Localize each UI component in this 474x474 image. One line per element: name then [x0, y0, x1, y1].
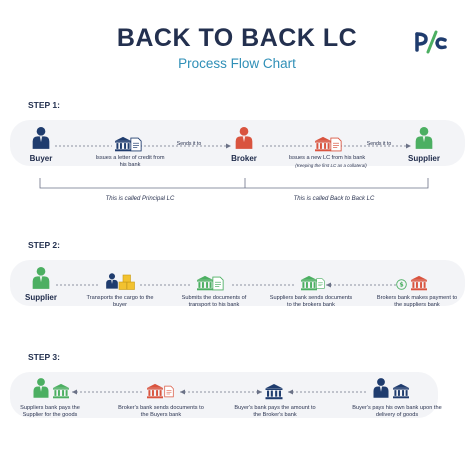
back-to-back-lc-note: This is called Back to Back LC	[293, 196, 375, 202]
supplier-person-icon	[33, 378, 49, 398]
new-lc-caption: Issues a new LC from his bank	[288, 155, 366, 161]
buyer-label: Buyer	[29, 154, 53, 163]
buyer-bank-pays-caption: Buyer's bank pays the amount to the Brok…	[234, 405, 316, 418]
step-3-band	[10, 372, 438, 418]
broker-bank-pays-caption: Brokers bank makes payment to the suppli…	[376, 295, 458, 308]
bank-icon	[147, 383, 163, 399]
cargo-boxes-icon	[118, 274, 135, 290]
bank-icon	[265, 383, 283, 400]
issue-lc-caption: Issues a letter of credit from his bank	[95, 155, 165, 168]
step-1-label: STEP 1:	[28, 100, 60, 110]
sends-it-to-label-2: Sends it to	[366, 141, 392, 147]
new-lc-note: (Keeping the first LC as a collateral)	[295, 163, 367, 168]
submit-documents-caption: Submits the documents of transport to hi…	[181, 295, 247, 308]
supplier-bank-sends-caption: Suppliers bank sends documents to the br…	[269, 295, 353, 308]
bank-icon	[53, 383, 69, 399]
document-icon	[164, 385, 174, 398]
buyer-pays-own-bank-caption: Buyer's pays his own bank upon the deliv…	[352, 405, 442, 418]
percent-logo-icon	[415, 30, 447, 54]
page-title: BACK TO BACK LC	[116, 24, 358, 52]
buyer-person-icon	[373, 378, 389, 398]
principal-lc-note: This is called Principal LC	[105, 196, 175, 202]
step-3-label: STEP 3:	[28, 352, 60, 362]
supplier-label: Supplier	[407, 154, 440, 163]
sends-it-to-label-1: Sends it to	[176, 141, 202, 147]
page-subtitle: Process Flow Chart	[178, 56, 296, 71]
broker-label: Broker	[231, 154, 257, 163]
transport-caption: Transports the cargo to the buyer	[86, 295, 154, 308]
supplier-bank-pays-caption: Suppliers bank pays the Supplier for the…	[20, 405, 80, 418]
broker-bank-sends-caption: Broker's bank sends documents to the Buy…	[118, 405, 204, 418]
step-2-supplier-label: Supplier	[24, 293, 57, 302]
step-2-label: STEP 2:	[28, 240, 60, 250]
bank-icon	[393, 383, 409, 399]
step-2-band	[10, 260, 465, 306]
